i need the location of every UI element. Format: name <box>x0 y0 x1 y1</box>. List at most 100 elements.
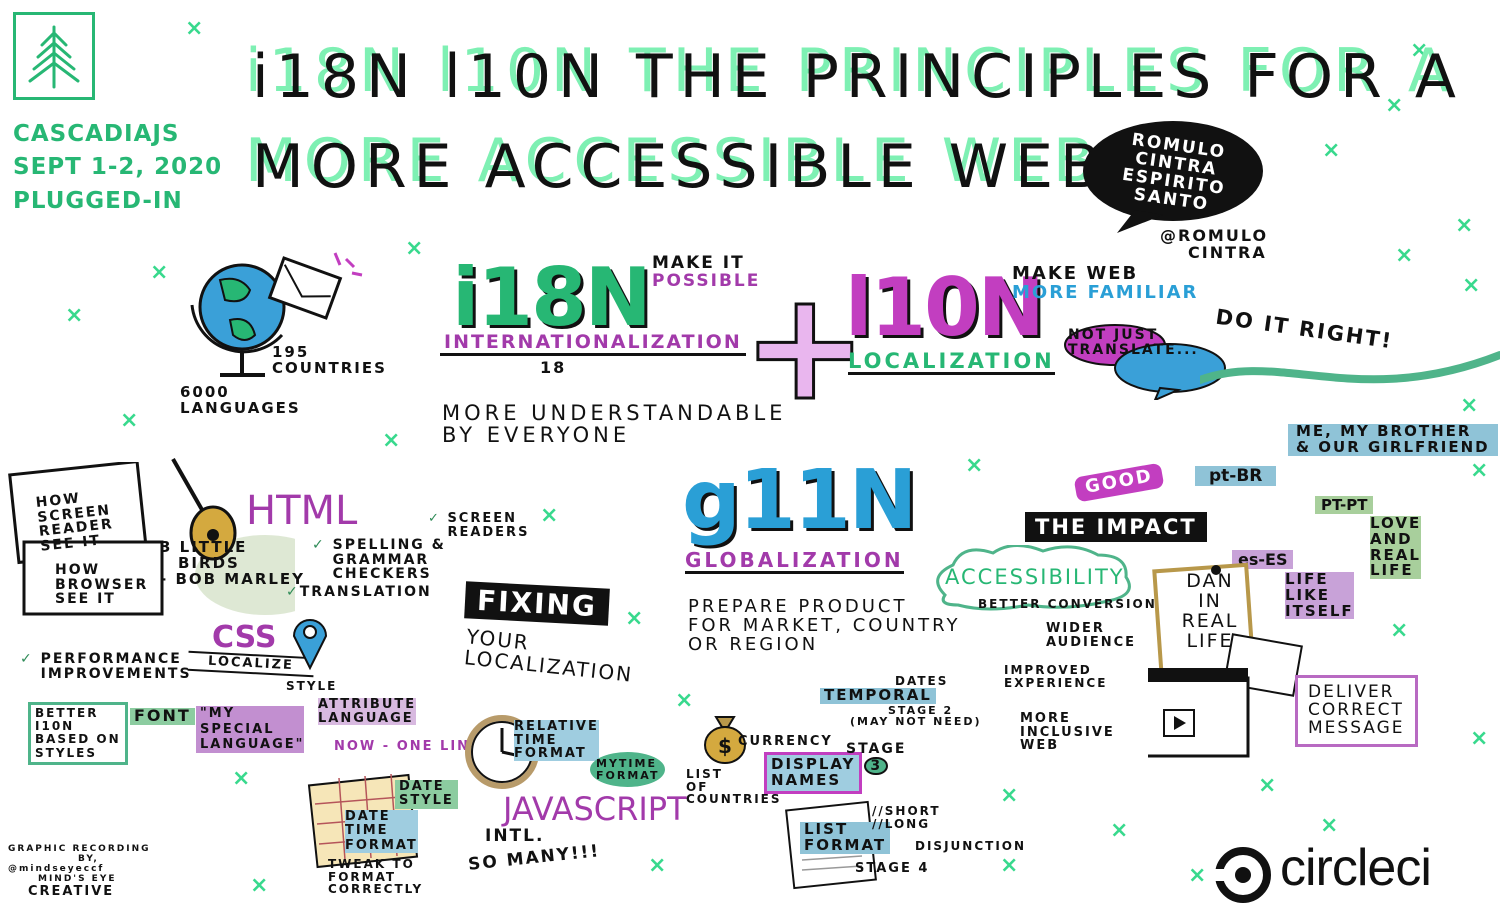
guitar-icon: ♪ <box>171 458 295 615</box>
more-inclusive: MORE INCLUSIVE WEB <box>1020 711 1115 754</box>
improved-experience: IMPROVED EXPERIENCE <box>1004 663 1108 690</box>
font-label: FONT <box>130 707 195 725</box>
deliver-message: DELIVER CORRECT MESSAGE <box>1295 675 1418 747</box>
sparkle-mark: × <box>1385 93 1404 118</box>
pt-pt-label: PT-PT <box>1315 496 1374 514</box>
title-line-1: i18N l10N THE PRINCIPLES FOR A <box>252 42 1463 112</box>
check-spelling: ✓ SPELLING & GRAMMAR CHECKERS <box>312 537 446 583</box>
intl-label: INTL. <box>485 826 545 846</box>
g11n-description: PREPARE PRODUCT FOR MARKET, COUNTRY OR R… <box>688 596 961 655</box>
impact-title: THE IMPACT <box>1025 512 1207 543</box>
not-just-translate: NOT JUST TRANSLATE... <box>1068 327 1199 358</box>
sparkle-mark: × <box>1000 853 1019 878</box>
g11n-expanded: GLOBALIZATION <box>685 548 904 574</box>
sparkle-mark: × <box>1258 773 1277 798</box>
languages-stat: 6000 LANGUAGES <box>180 383 301 417</box>
plus-sign: + <box>741 260 870 434</box>
i18n-tag: MAKE IT POSSIBLE <box>652 253 761 291</box>
sparkle-mark: × <box>1188 863 1207 888</box>
graphic-recording-credit: GRAPHIC RECORDING BY, @mindseyeccf MIND'… <box>8 844 151 899</box>
countries-stat: 195 COUNTRIES <box>272 343 387 377</box>
display-names: DISPLAY NAMES <box>764 752 863 794</box>
css-style: STYLE <box>286 679 338 693</box>
check-screen-readers: ✓ SCREEN READERS <box>428 511 530 540</box>
browser-note: HOW BROWSER SEE IT <box>55 562 149 608</box>
sponsor-name: circleci <box>1280 839 1432 897</box>
wave-line <box>1200 351 1500 384</box>
l10n-expanded: LOCALIZATION <box>848 350 1055 376</box>
wider-audience: WIDER AUDIENCE <box>1046 621 1137 650</box>
location-pin-icon <box>292 619 328 671</box>
event-dates: SEPT 1-2, 2020 <box>13 154 223 181</box>
speaker-handle: @ROMULO CINTRA <box>1160 226 1269 262</box>
title-line-2: MORE ACCESSIBLE WEB <box>252 132 1109 202</box>
fixing-title: FIXING <box>464 581 610 627</box>
love-real-life: LOVE AND REAL LIFE <box>1370 514 1422 580</box>
dates-label: DATES <box>895 674 949 688</box>
stage4-label: STAGE 4 <box>855 861 930 876</box>
sparkle-mark: × <box>382 428 401 453</box>
i18n-term: i18N <box>452 251 652 344</box>
sparkle-mark: × <box>1455 213 1474 238</box>
better-conversion: BETTER CONVERSION <box>978 597 1157 611</box>
l10n-term: l10N <box>845 261 1045 354</box>
event-mode: PLUGGED-IN <box>13 187 183 214</box>
l10n-tag: MAKE WEB MORE FAMILIAR <box>1012 263 1199 303</box>
sparkle-mark: × <box>965 453 984 478</box>
so-many: SO MANY!!! <box>467 841 602 875</box>
sparkle-mark: × <box>150 260 169 285</box>
sparkle-mark: × <box>648 853 667 878</box>
good-badge: GOOD <box>1073 462 1165 503</box>
date-time-format: DATE TIME FORMAT <box>345 809 418 853</box>
sparkle-mark: × <box>625 606 644 631</box>
better-i10n-note: BETTER I10N BASED ON STYLES <box>28 702 128 765</box>
sparkle-mark: × <box>540 503 559 528</box>
special-language: "MY SPECIAL LANGUAGE" <box>196 706 304 753</box>
sparkle-mark: × <box>1390 618 1409 643</box>
sparkle-mark: × <box>1470 458 1489 483</box>
sparkle-mark: × <box>1395 243 1414 268</box>
sparkle-mark: × <box>1322 138 1341 163</box>
sparkle-mark: × <box>1460 393 1479 418</box>
sparkle-mark: × <box>1470 726 1489 751</box>
g11n-term: g11N <box>682 453 917 548</box>
sparkle-mark: × <box>120 408 139 433</box>
life-like-itself: LIFE LIKE ITSELF <box>1285 570 1354 620</box>
event-info: CASCADIAJS SEPT 1-2, 2020 PLUGGED-IN <box>13 118 222 218</box>
stage3-label: STAGE 3 <box>846 741 907 776</box>
sparkle-mark: × <box>405 236 424 261</box>
accessibility-cloud <box>936 545 1131 611</box>
sparkle-mark: × <box>1000 783 1019 808</box>
check-translation: ✓TRANSLATION <box>286 584 432 600</box>
sparkle-mark: × <box>1110 818 1129 843</box>
sparkle-mark: × <box>250 873 269 898</box>
money-bag-icon: $ <box>704 716 746 764</box>
i18n-description: MORE UNDERSTANDABLE BY EVERYONE <box>442 401 787 448</box>
i18n-expanded: INTERNATIONALIZATION <box>440 332 746 356</box>
list-of-countries: LIST OF COUNTRIES <box>686 767 782 807</box>
song-note: 3 LITTLE BIRDS - BOB MARLEY <box>160 538 306 588</box>
may-not-need: (MAY NOT NEED) <box>850 715 982 728</box>
speaker-speech-bubble <box>1083 121 1263 233</box>
i18n-count: 18 <box>540 358 567 377</box>
circleci-logo-icon <box>1215 847 1271 903</box>
javascript-title: JAVASCRIPT <box>503 790 687 828</box>
stage2-label: STAGE 2 <box>888 704 954 717</box>
event-logo <box>13 12 95 100</box>
temporal-label: TEMPORAL <box>820 687 936 704</box>
sparkle-mark: × <box>65 303 84 328</box>
mytime-format: MYTIME FORMAT <box>590 752 666 788</box>
sparkle-mark: × <box>675 688 694 713</box>
sparkle-mark: × <box>1320 813 1339 838</box>
sparkle-mark: × <box>1410 38 1429 63</box>
accessibility-label: ACCESSIBILITY <box>945 565 1125 589</box>
tweak-note: TWEAK TO FORMAT CORRECTLY <box>328 857 424 897</box>
poster-and-clapboard-icon <box>1148 562 1303 758</box>
currency-label: CURRENCY <box>738 734 833 749</box>
svg-text:$: $ <box>718 734 732 758</box>
screen-reader-note: HOW SCREEN READER SEE IT <box>35 490 115 555</box>
date-style: DATE STYLE <box>395 779 458 809</box>
fixing-subtitle: YOUR LOCALIZATION <box>463 624 635 687</box>
relative-time-format: RELATIVE TIME FORMAT <box>514 719 599 762</box>
html-title: HTML <box>246 488 358 534</box>
